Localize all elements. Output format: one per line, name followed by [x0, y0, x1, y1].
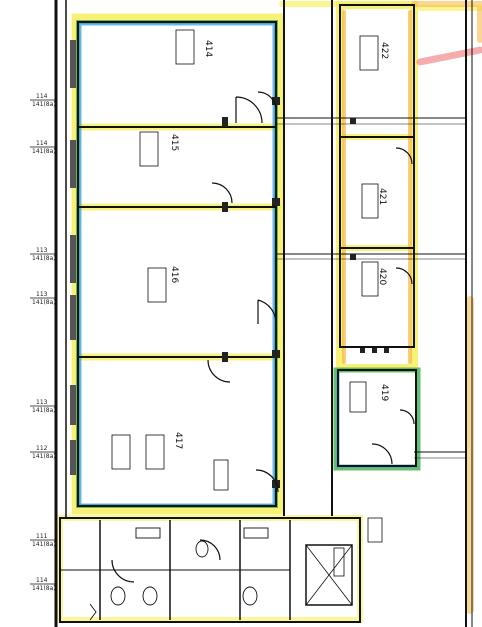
column [222, 352, 228, 362]
column [360, 348, 365, 353]
room-stamp-419 [349, 381, 367, 413]
east-block-outline [339, 4, 415, 348]
room-stamp-417 [111, 434, 131, 470]
door-core-1 [111, 559, 135, 583]
column [272, 97, 280, 105]
toilet-icon [195, 540, 209, 558]
room-number-420: 420 [377, 268, 387, 285]
columns [222, 97, 389, 488]
orange-highlight-east [342, 10, 412, 364]
axis-label-top: 112 [36, 445, 48, 452]
door-419 [371, 443, 393, 465]
doors [111, 91, 415, 583]
axis-label-bottom: 141(8a) [32, 407, 56, 414]
room-stamp-414 [175, 29, 195, 65]
column [350, 254, 356, 260]
door-414 [235, 96, 263, 124]
axis-label-top: 114 [36, 577, 48, 584]
toilet-icon [242, 586, 258, 606]
room-stamp-416 [147, 267, 167, 303]
axis-label-bottom: 141(8a) [32, 299, 56, 306]
window [70, 440, 76, 475]
axis-label-bottom: 141(8a) [32, 453, 56, 460]
column [350, 118, 356, 124]
column [272, 350, 280, 358]
yellow-highlight-east-block [336, 1, 418, 372]
urinal-icon [89, 603, 97, 621]
axis-label-bottom: 141(8a) [32, 255, 56, 262]
core-stamp-2 [367, 517, 383, 543]
toilet-icon [110, 586, 126, 606]
column [222, 202, 228, 212]
room-labels: 414 415 416 417 419 420 421 422 [169, 40, 389, 449]
room-stamps [111, 29, 383, 577]
axis-label-bottom: 141(8a) [32, 585, 56, 592]
room-419-outline [337, 369, 417, 467]
axis-label-top: 113 [36, 247, 48, 254]
axis-label-bottom: 141(8a) [32, 148, 56, 155]
red-highlight-streak [416, 46, 482, 66]
room-stamp-415 [139, 131, 159, 167]
walls [54, 0, 473, 627]
axis-label-top: 111 [36, 533, 48, 540]
windows [70, 40, 76, 475]
door-420 [395, 267, 413, 285]
axis-label-top: 113 [36, 291, 48, 298]
room-number-415: 415 [169, 134, 179, 151]
door-core-2 [199, 539, 221, 561]
column [222, 117, 228, 127]
green-highlight-room-419 [333, 367, 421, 471]
room-stamp-422 [359, 35, 379, 71]
window [70, 40, 76, 88]
column [372, 348, 377, 353]
window [70, 235, 76, 283]
axis-label-top: 113 [36, 399, 48, 406]
axis-labels-left: 114141(8a)114141(8a)113141(8a)113141(8a)… [30, 93, 56, 592]
axis-label-top: 114 [36, 93, 48, 100]
toilet-icon [142, 586, 158, 606]
room-number-416: 416 [169, 266, 179, 283]
window [70, 385, 76, 425]
column [272, 198, 280, 206]
room-number-414: 414 [203, 40, 213, 57]
west-block-outline [77, 21, 277, 507]
room-stamp-421 [361, 183, 379, 219]
axis-label-top: 114 [36, 140, 48, 147]
door-421 [395, 147, 413, 165]
door-417-corridor [255, 469, 279, 493]
door-417 [207, 359, 231, 383]
room-number-419: 419 [379, 384, 389, 401]
door-416 [257, 299, 277, 325]
core-stamp [333, 547, 345, 577]
yellow-highlight-north [279, 1, 482, 11]
blue-highlight-west-block [78, 22, 276, 507]
room-number-417: 417 [173, 432, 183, 449]
room-stamp-417c [213, 459, 229, 491]
room-stamp-420 [361, 261, 379, 297]
axis-label-bottom: 141(8a) [32, 541, 56, 548]
orange-highlight-strip [411, 1, 482, 43]
door-415 [211, 182, 233, 204]
door-414-corridor [257, 91, 277, 111]
room-number-422: 422 [379, 42, 389, 59]
window [70, 295, 76, 340]
axis-label-bottom: 141(8a) [32, 101, 56, 108]
sanitary-fixtures [89, 527, 269, 621]
lift-shaft [305, 544, 353, 606]
room-number-421: 421 [377, 188, 387, 205]
door-419-b [399, 409, 415, 425]
sink-icon [243, 527, 269, 539]
column [384, 348, 389, 353]
window [70, 140, 76, 188]
sink-icon [135, 527, 161, 539]
room-stamp-417b [145, 434, 165, 470]
